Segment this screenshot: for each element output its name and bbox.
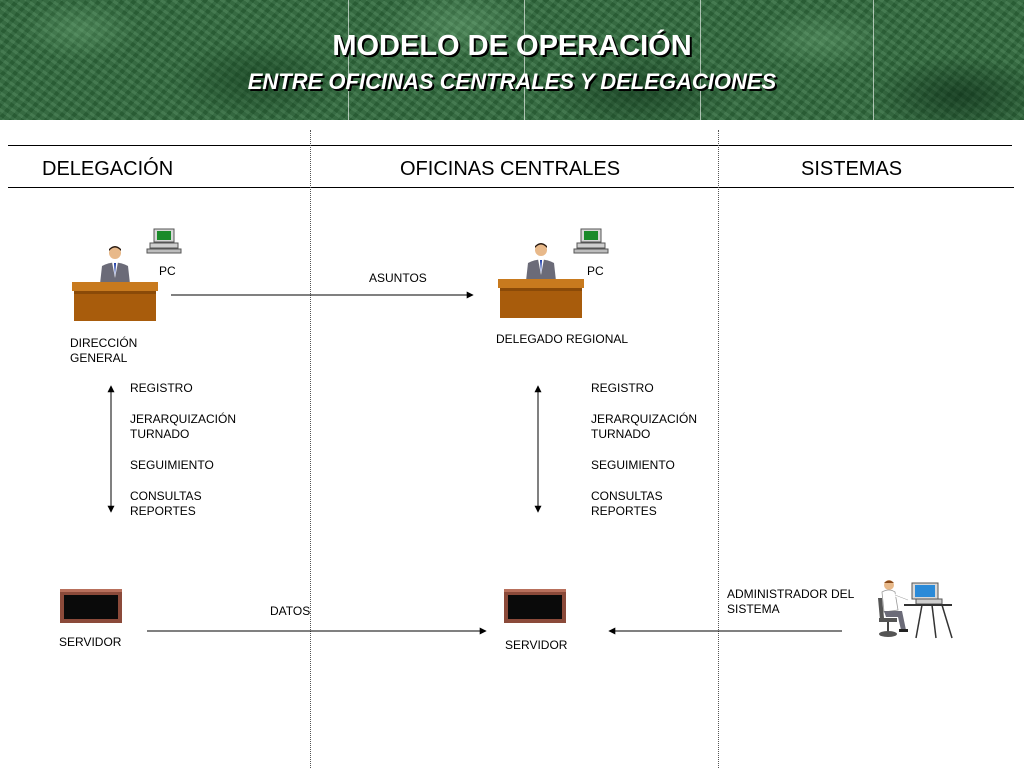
banner-divider	[348, 0, 349, 120]
server-label: SERVIDOR	[59, 635, 122, 649]
server-icon	[504, 589, 566, 623]
column-divider-left	[310, 130, 311, 768]
function-item: CONSULTAS	[130, 488, 202, 503]
pc-icon	[146, 228, 182, 254]
server-icon	[60, 589, 122, 623]
top-rule	[8, 145, 1012, 146]
person-label-line: DIRECCIÓN	[70, 336, 138, 350]
header-banner: MODELO DE OPERACIÓN ENTRE OFICINAS CENTR…	[0, 0, 1024, 120]
column-header-delegacion: DELEGACIÓN	[42, 158, 174, 180]
pc-icon	[573, 228, 609, 254]
function-item: SEGUIMIENTO	[591, 458, 675, 472]
function-item: REGISTRO	[130, 381, 193, 395]
column-header-oficinas: OFICINAS CENTRALES	[400, 158, 621, 180]
function-item: SEGUIMIENTO	[130, 458, 214, 472]
column-header-sistemas: SISTEMAS	[801, 158, 903, 180]
bottom-rule	[8, 187, 1014, 188]
server-label: SERVIDOR	[505, 638, 568, 652]
flow-label-datos: DATOS	[270, 604, 311, 618]
function-item: CONSULTAS	[591, 488, 663, 503]
function-item: TURNADO	[591, 427, 651, 442]
person-at-desk-icon	[72, 246, 158, 321]
person-label-direccion: DIRECCIÓN GENERAL	[70, 336, 137, 366]
person-label-delegado: DELEGADO REGIONAL	[496, 332, 629, 346]
admin-label: ADMINISTRADOR DEL SISTEMA	[727, 587, 854, 617]
banner-divider	[524, 0, 525, 120]
function-item: REPORTES	[130, 504, 196, 519]
flow-label-asuntos: ASUNTOS	[369, 271, 427, 285]
admin-label-line: ADMINISTRADOR DEL	[727, 587, 855, 601]
pc-label: PC	[159, 264, 176, 278]
page-title: MODELO DE OPERACIÓN	[332, 30, 692, 62]
function-item: REPORTES	[591, 504, 657, 519]
pc-label: PC	[587, 264, 604, 278]
page-subtitle: ENTRE OFICINAS CENTRALES Y DELEGACIONES	[247, 69, 777, 94]
column-divider-right	[718, 130, 719, 768]
banner-divider	[700, 0, 701, 120]
admin-label-line: SISTEMA	[727, 602, 780, 616]
function-item: REGISTRO	[591, 381, 654, 395]
administrator-at-computer-icon	[878, 580, 953, 639]
banner-divider	[873, 0, 874, 120]
person-at-desk-icon	[498, 243, 584, 318]
function-item: TURNADO	[130, 427, 190, 442]
function-item: JERARQUIZACIÓN	[130, 411, 237, 426]
person-label-line: GENERAL	[70, 351, 128, 365]
function-item: JERARQUIZACIÓN	[591, 411, 698, 426]
